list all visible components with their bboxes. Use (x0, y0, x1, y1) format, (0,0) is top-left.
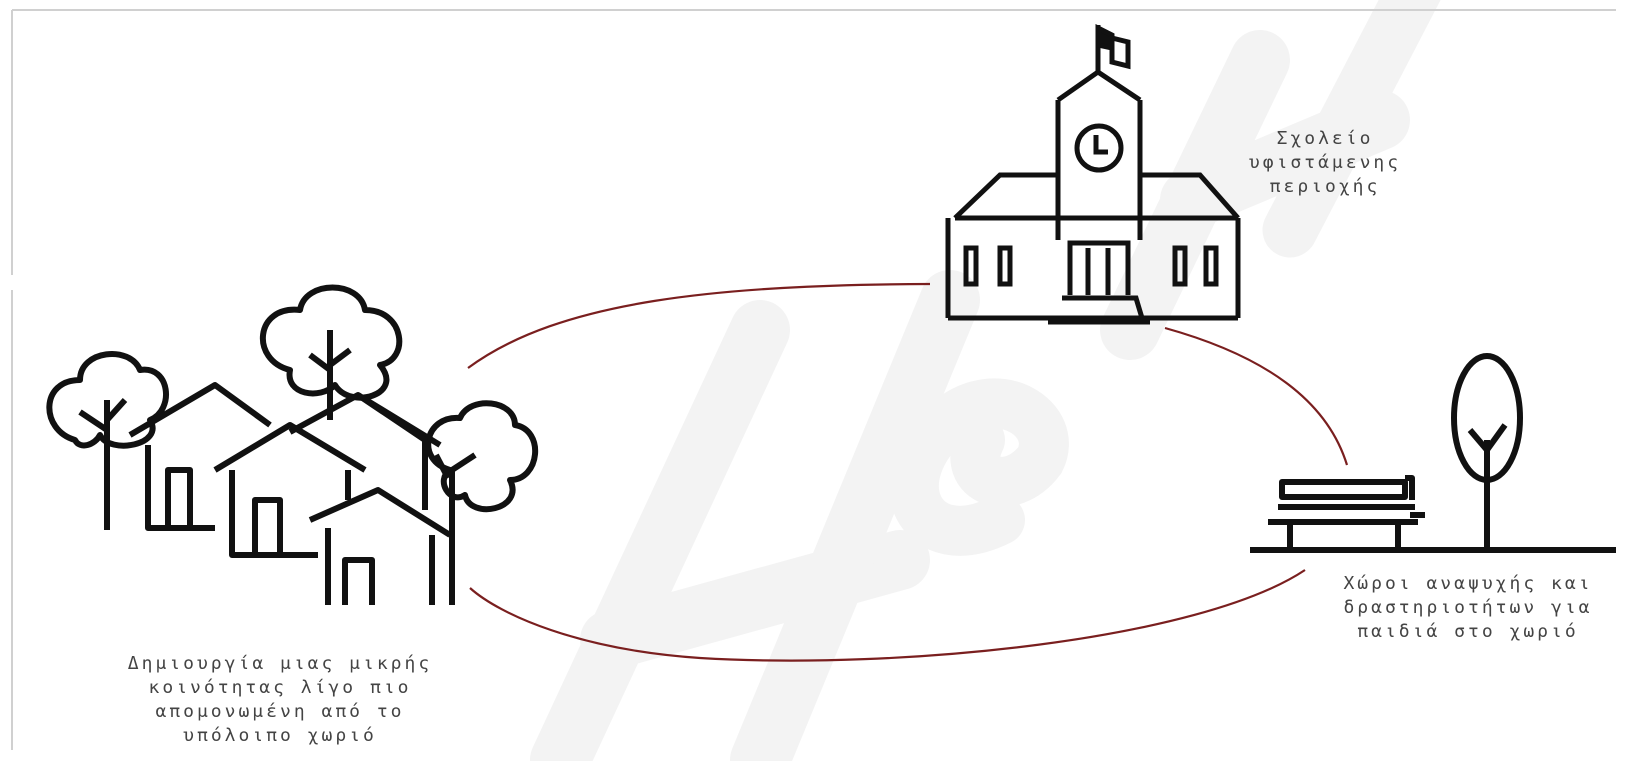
park-label-line-3: παιδιά στο χωριό (1318, 620, 1618, 644)
village-houses-trees-icon (49, 288, 535, 606)
village-label-line-1: Δημιουργία μιας μικρής (70, 652, 490, 676)
connector-village-to-school (468, 284, 930, 368)
school-label-line-1: Σχολείο (1235, 127, 1415, 151)
school-label-line-3: περιοχής (1235, 175, 1415, 199)
watermark-lettering (560, 0, 1420, 760)
park-label: Χώροι αναψυχής και δραστηριοτήτων για πα… (1318, 572, 1618, 644)
village-label-line-2: κοινότητας λίγο πιο (70, 676, 490, 700)
park-label-line-1: Χώροι αναψυχής και (1318, 572, 1618, 596)
village-label-line-4: υπόλοιπο χωριό (70, 724, 490, 748)
village-label: Δημιουργία μιας μικρής κοινότητας λίγο π… (70, 652, 490, 748)
park-bench-tree-icon (1250, 356, 1616, 550)
park-label-line-2: δραστηριοτήτων για (1318, 596, 1618, 620)
connector-school-to-park (1165, 328, 1347, 465)
school-label-line-2: υφιστάμενης (1235, 151, 1415, 175)
school-building-icon (948, 25, 1238, 322)
school-label: Σχολείο υφιστάμενης περιοχής (1235, 127, 1415, 199)
village-label-line-3: απομονωμένη από το (70, 700, 490, 724)
